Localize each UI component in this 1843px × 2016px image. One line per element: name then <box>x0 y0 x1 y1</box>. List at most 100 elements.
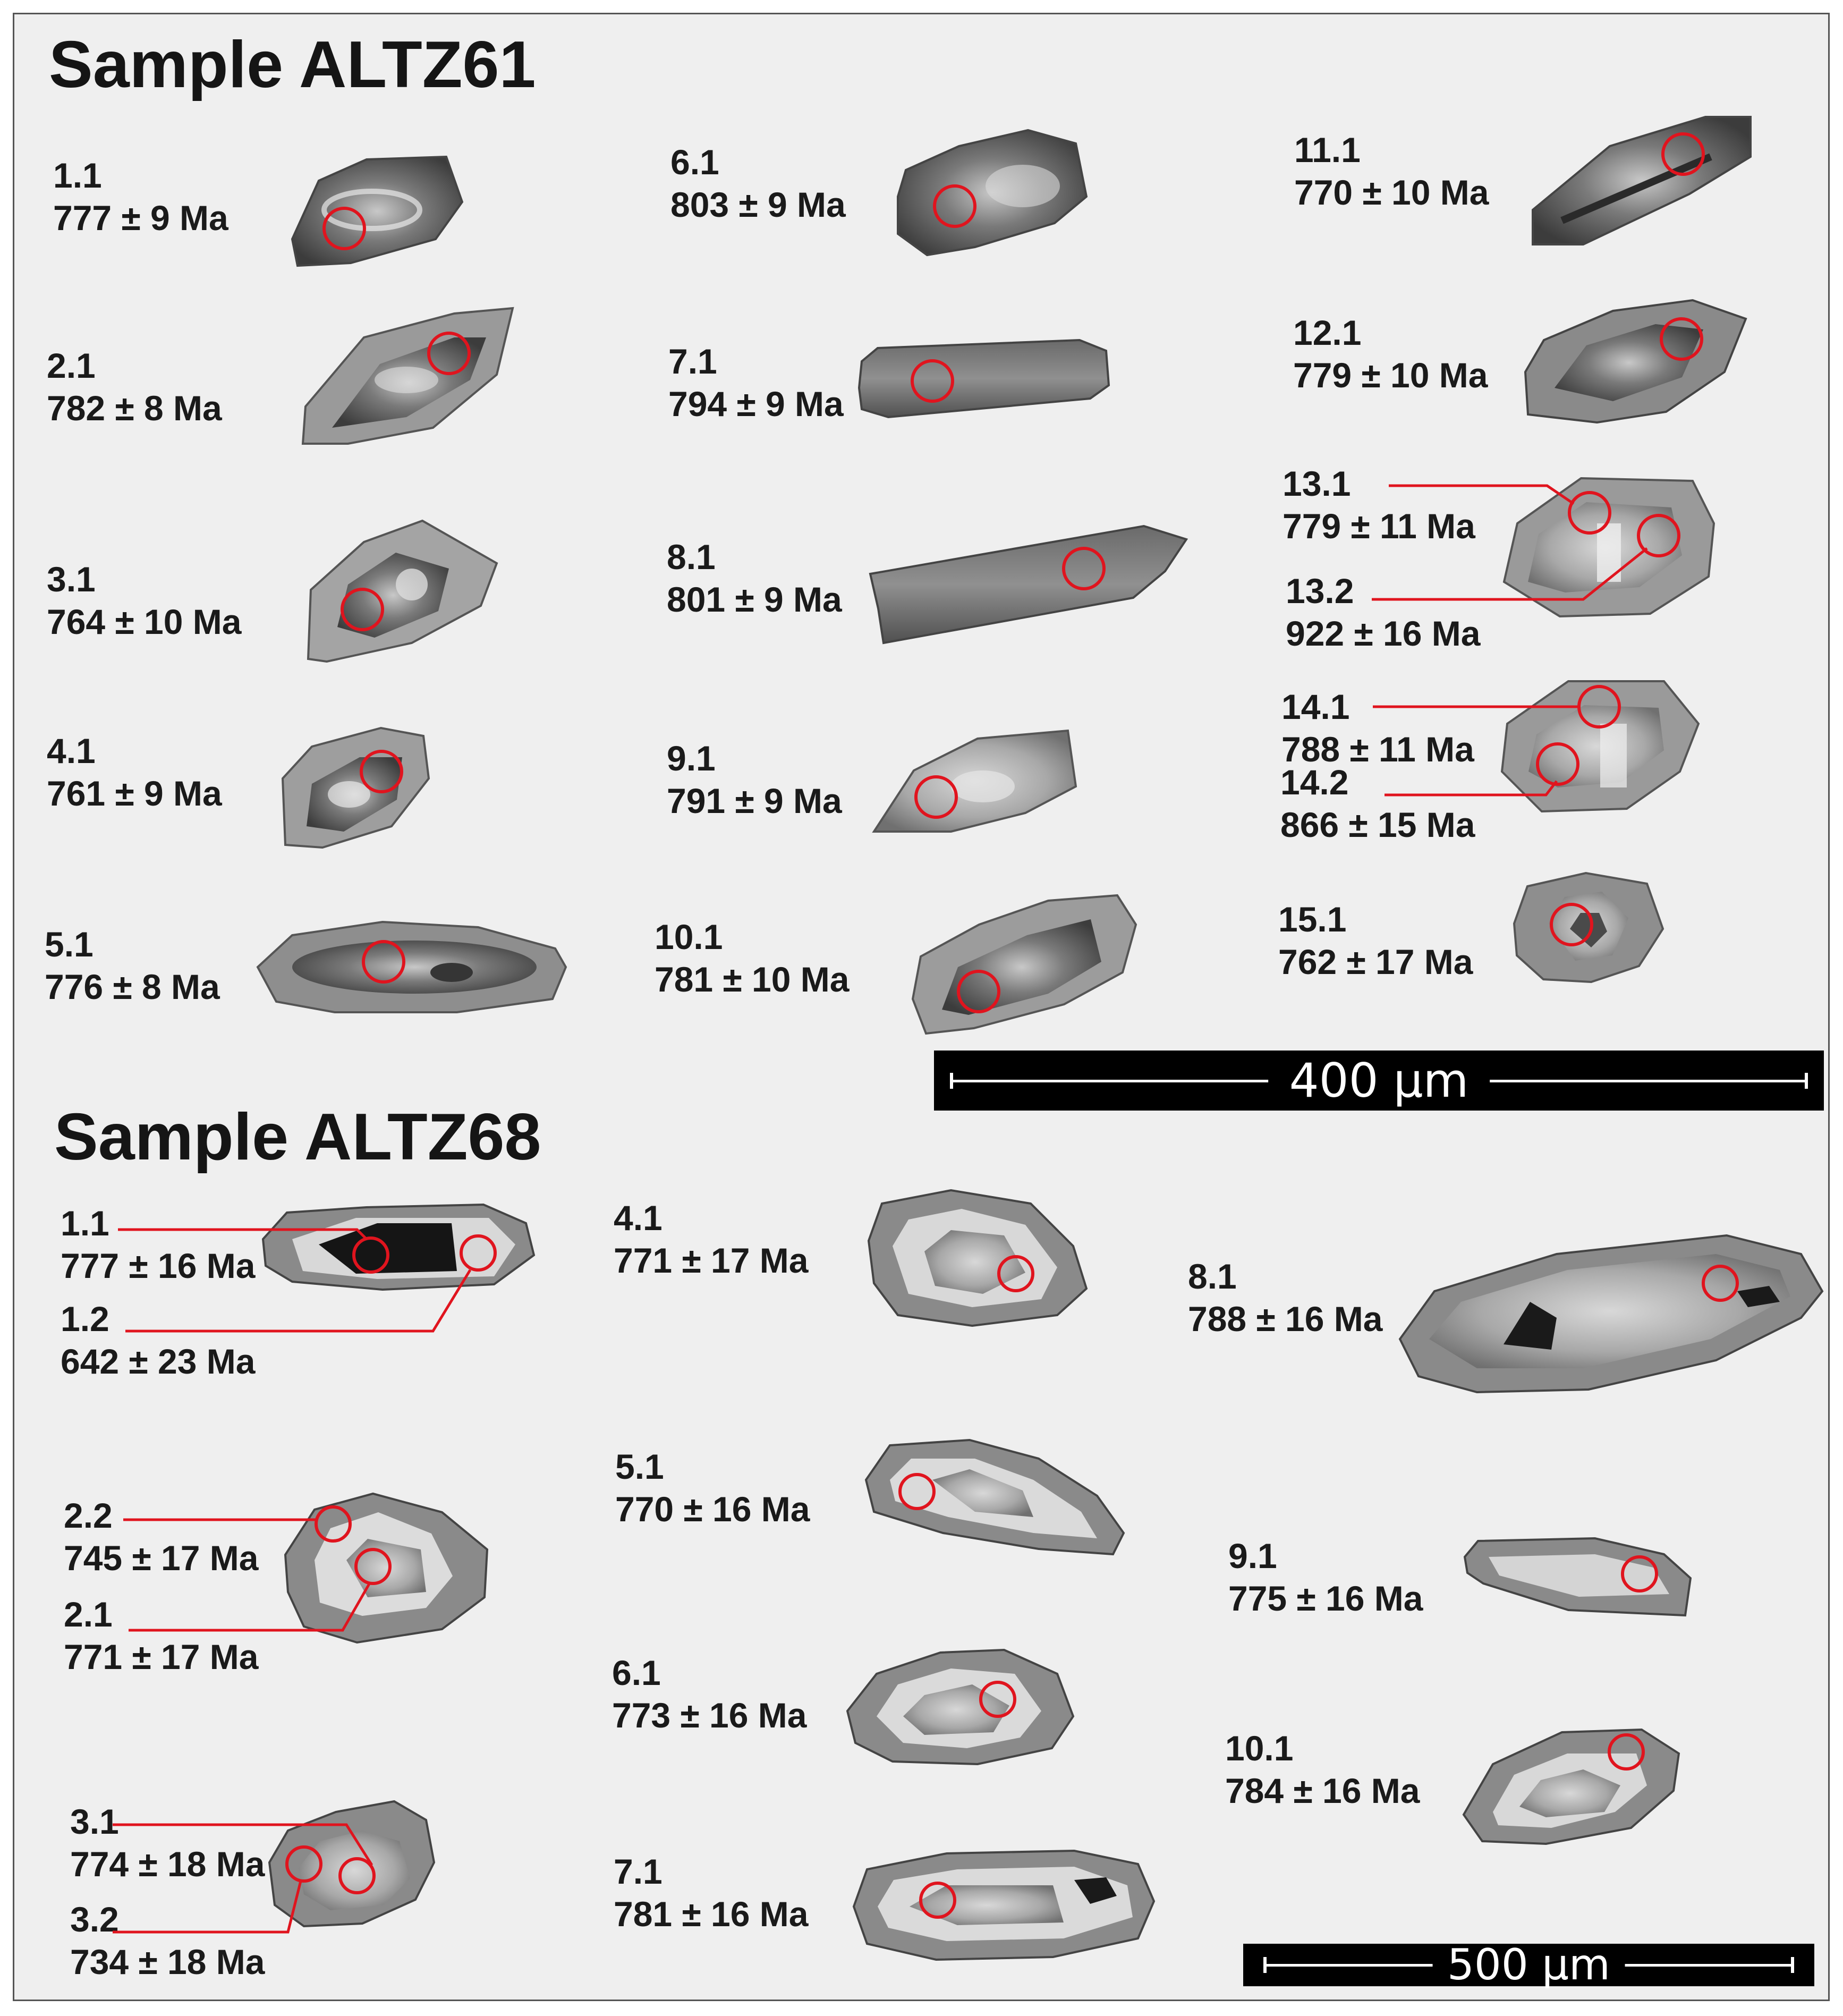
spot-id: 9.1 <box>667 739 716 778</box>
spot-label: 10.1 781 ± 10 Ma <box>655 916 849 1001</box>
spot-id: 3.1 <box>47 560 96 599</box>
zircon-grain-image <box>864 1438 1125 1556</box>
scale-bar-cap <box>1263 1957 1267 1973</box>
zircon-grain-image <box>256 920 567 1013</box>
zircon-grain-image <box>911 894 1137 1035</box>
zircon-grain-image <box>846 1648 1075 1766</box>
spot-age: 745 ± 17 Ma <box>64 1538 259 1578</box>
zircon-grain-image <box>284 1492 489 1644</box>
spot-age: 773 ± 16 Ma <box>612 1696 807 1735</box>
spot-age: 642 ± 23 Ma <box>61 1342 256 1381</box>
zircon-grain-image <box>1463 1537 1692 1617</box>
spot-age: 791 ± 9 Ma <box>667 781 842 820</box>
spot-label: 14.1 788 ± 11 Ma <box>1281 685 1474 770</box>
spot-id: 10.1 <box>655 917 723 956</box>
spot-id: 4.1 <box>614 1198 663 1238</box>
spot-age: 779 ± 11 Ma <box>1283 506 1475 546</box>
zircon-grain-image <box>872 729 1077 833</box>
spot-age: 770 ± 16 Ma <box>615 1489 810 1529</box>
spot-id: 5.1 <box>615 1447 664 1486</box>
spot-id: 8.1 <box>667 537 716 577</box>
spot-id: 6.1 <box>612 1653 661 1692</box>
spot-id: 1.2 <box>61 1299 109 1339</box>
scale-bar-500um: 500 µm <box>1243 1944 1814 1986</box>
spot-age: 734 ± 18 Ma <box>70 1942 265 1981</box>
spot-id: 1.1 <box>53 156 102 195</box>
spot-age: 922 ± 16 Ma <box>1286 614 1481 653</box>
spot-age: 781 ± 16 Ma <box>614 1894 809 1934</box>
spot-id: 13.1 <box>1283 464 1351 503</box>
scale-bar-cap <box>1791 1957 1794 1973</box>
spot-id: 6.1 <box>670 142 719 182</box>
spot-id: 10.1 <box>1225 1729 1294 1768</box>
spot-age: 776 ± 8 Ma <box>45 967 220 1006</box>
spot-age: 762 ± 17 Ma <box>1278 942 1473 981</box>
spot-age: 770 ± 10 Ma <box>1294 173 1489 212</box>
spot-id: 11.1 <box>1294 130 1361 170</box>
zircon-grain-image <box>307 519 498 663</box>
spot-age: 781 ± 10 Ma <box>655 960 850 999</box>
spot-id: 12.1 <box>1293 313 1362 352</box>
zircon-grain-image <box>268 1800 436 1928</box>
scale-bar-label: 400 µm <box>1268 1057 1490 1104</box>
spot-id: 4.1 <box>47 731 96 770</box>
spot-age: 775 ± 16 Ma <box>1228 1579 1423 1618</box>
spot-age: 788 ± 16 Ma <box>1188 1299 1383 1339</box>
scale-bar-cap <box>1805 1072 1808 1089</box>
spot-age: 788 ± 11 Ma <box>1281 730 1474 769</box>
spot-id: 14.2 <box>1280 763 1349 802</box>
spot-age: 777 ± 16 Ma <box>61 1246 256 1285</box>
zircon-grain-image <box>1513 871 1664 984</box>
zircon-grain-image <box>1462 1728 1680 1845</box>
spot-id: 2.1 <box>64 1595 113 1634</box>
scale-bar-400um: 400 µm <box>934 1051 1824 1111</box>
spot-age: 761 ± 9 Ma <box>47 774 222 813</box>
spot-age: 794 ± 9 Ma <box>668 384 844 423</box>
zircon-grain-image <box>869 524 1188 645</box>
zircon-grain-image <box>1524 299 1747 424</box>
spot-age: 784 ± 16 Ma <box>1225 1771 1420 1810</box>
spot-id: 14.1 <box>1281 687 1350 726</box>
zircon-grain-image <box>852 1849 1156 1961</box>
zircon-grain-image <box>857 338 1110 419</box>
spot-age: 771 ± 17 Ma <box>614 1241 809 1280</box>
zircon-grain-image <box>867 1189 1088 1327</box>
spot-id: 2.2 <box>64 1496 113 1535</box>
spot-age: 866 ± 15 Ma <box>1280 805 1475 844</box>
sample-altz68-title: Sample ALTZ68 <box>54 1100 541 1174</box>
spot-age: 771 ± 17 Ma <box>64 1637 259 1676</box>
spot-id: 15.1 <box>1278 900 1347 939</box>
scale-bar-label: 500 µm <box>1432 1944 1625 1986</box>
spot-id: 3.1 <box>70 1802 119 1841</box>
zircon-grain-image <box>897 129 1088 257</box>
spot-age: 779 ± 10 Ma <box>1293 355 1488 395</box>
zircon-grain-image <box>1532 116 1752 245</box>
zircon-grain-image <box>301 307 514 445</box>
spot-age: 801 ± 9 Ma <box>667 580 842 619</box>
zircon-grain-image <box>1502 477 1715 618</box>
spot-id: 8.1 <box>1188 1257 1237 1296</box>
zircon-grain-image <box>261 1203 536 1291</box>
spot-id: 5.1 <box>45 925 94 964</box>
spot-id: 3.2 <box>70 1900 119 1939</box>
